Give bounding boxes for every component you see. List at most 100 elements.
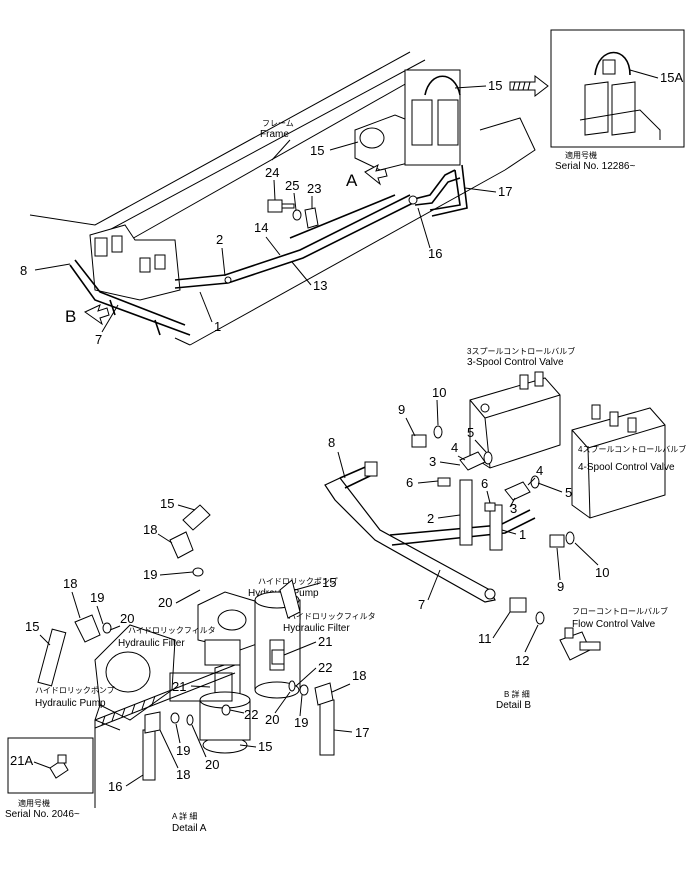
callout-15-a4: 15: [25, 619, 39, 634]
callout-1-top: 1: [214, 319, 221, 334]
callout-15a: 15A: [660, 70, 683, 85]
detail-b-label-en: Detail B: [496, 700, 531, 711]
callout-2-top: 2: [216, 232, 223, 247]
inset-serial-2046: [7, 737, 94, 794]
callout-19-a1: 19: [143, 567, 157, 582]
callout-16-top: 16: [428, 246, 442, 261]
bolt-washer-clip: [267, 199, 319, 229]
callout-7-top: 7: [95, 332, 102, 347]
callout-6-b1: 6: [406, 475, 413, 490]
callout-1-b: 1: [519, 527, 526, 542]
callout-22-a1: 22: [318, 660, 332, 675]
callout-23: 23: [307, 181, 321, 196]
detail-b-fittings: [411, 425, 575, 625]
callout-11: 11: [478, 631, 492, 646]
callout-18-a1: 18: [143, 522, 157, 537]
detail-b-callouts: 10 9 5 4 3 6 6 4 3 5 2 1 8 7 10 9 11 12: [328, 385, 609, 668]
callout-15-top: 15: [488, 78, 502, 93]
three-spool-control-valve: [469, 371, 561, 469]
detail-a-label-en: Detail A: [172, 823, 207, 834]
callout-16-a: 16: [108, 779, 122, 794]
callout-4-b1: 4: [451, 440, 458, 455]
view-letter-a: A: [346, 171, 358, 190]
serial-label-jp-bottom: 適用号機: [18, 798, 50, 808]
spool3-label-jp: 3スプールコントロールバルブ: [467, 346, 575, 356]
callout-18-a4: 18: [63, 576, 77, 591]
callout-22-a2: 22: [244, 707, 258, 722]
callout-24: 24: [265, 165, 279, 180]
view-letter-b: B: [65, 307, 76, 326]
callout-4-b2: 4: [536, 463, 543, 478]
spool3-label-en: 3-Spool Control Valve: [467, 357, 564, 368]
hfilter-label-en-right: Hydraulic Filter: [283, 623, 350, 634]
callout-7-b: 7: [418, 597, 425, 612]
detail-a-hatch-band: [94, 664, 236, 808]
detail-a-callouts: 15 18 19 20 15 21 22 18 17 19 20 22 21 1…: [25, 496, 369, 794]
callout-17-top: 17: [498, 184, 512, 199]
callout-21-a: 21: [318, 634, 332, 649]
pipe-lines-top: [174, 164, 468, 289]
callout-12: 12: [515, 653, 529, 668]
callout-3-b2: 3: [510, 501, 517, 516]
detail-a-hoses: [37, 504, 335, 781]
view-arrow-b: [84, 304, 110, 326]
leader-21a: [33, 761, 51, 769]
callout-15-mid: 15: [310, 143, 324, 158]
top-assembly-callouts: 15 15 17 16 24 25 23 14 2 13 1 8 7: [20, 78, 512, 347]
callout-18-a2: 18: [352, 668, 366, 683]
callout-18-a3: 18: [176, 767, 190, 782]
callout-9-b: 9: [398, 402, 405, 417]
four-spool-control-valve: [571, 404, 666, 519]
callout-21a: 21A: [10, 753, 33, 768]
hpump-label-jp-left: ハイドロリックポンプ: [35, 686, 115, 695]
spool4-label-jp: 4スプールコントロールバルブ: [578, 444, 686, 454]
frame-leader: [271, 139, 291, 161]
callout-8-top: 8: [20, 263, 27, 278]
serial-label-jp-top: 適用号機: [565, 150, 597, 160]
callout-3-b1: 3: [429, 454, 436, 469]
callout-20-a3: 20: [205, 757, 219, 772]
serial-no-top: Serial No. 12286~: [555, 161, 635, 172]
callout-15-a1: 15: [160, 496, 174, 511]
flow-control-valve: [559, 627, 601, 661]
flow-label-jp: フローコントロールバルブ: [572, 606, 668, 616]
hfilter-label-jp-left: ハイドロリックフィルタ: [128, 626, 216, 635]
callout-5-b1: 5: [467, 425, 474, 440]
detail-b-pipes: [324, 461, 536, 603]
callout-13: 13: [313, 278, 327, 293]
callout-2-b: 2: [427, 511, 434, 526]
pointer-arrow-to-inset: [509, 74, 549, 98]
hpump-label-jp-right: ハイドロリックポンプ: [258, 577, 338, 586]
callout-8-b: 8: [328, 435, 335, 450]
callout-15-a3: 15: [258, 739, 272, 754]
callout-20-a2: 20: [265, 712, 279, 727]
callout-10-b: 10: [432, 385, 446, 400]
callout-20-a4: 20: [120, 611, 134, 626]
callout-6-b2: 6: [481, 476, 488, 491]
detail-a-label-jp: A 詳 細: [172, 811, 197, 821]
hpump-label-en-left: Hydraulic Pump: [35, 698, 106, 709]
callout-19-a3: 19: [176, 743, 190, 758]
callout-9-b2: 9: [557, 579, 564, 594]
view-arrow-a: [364, 163, 388, 186]
hydraulic-filter-left: [199, 639, 251, 754]
callout-21-inset: 21: [172, 679, 186, 694]
spool4-label-en: 4-Spool Control Valve: [578, 462, 675, 473]
frame-label-en: Frame: [260, 129, 289, 140]
control-valve-block-top: [69, 224, 191, 336]
leader-15a: [629, 69, 659, 79]
frame-outline: [29, 51, 536, 346]
hfilter-label-jp-right: ハイドロリックフィルタ: [288, 612, 376, 621]
callout-19-a2: 19: [294, 715, 308, 730]
callout-20-a1: 20: [158, 595, 172, 610]
callout-19-a4: 19: [90, 590, 104, 605]
detail-b-label-jp: B 詳 細: [504, 689, 530, 699]
callout-25: 25: [285, 178, 299, 193]
hydraulic-pump-top: [354, 69, 461, 171]
serial-no-bottom: Serial No. 2046~: [5, 809, 80, 820]
callout-10-b2: 10: [595, 565, 609, 580]
inset-box-21: [169, 672, 233, 702]
flow-label-en: Flow Control Valve: [572, 619, 656, 630]
inset-serial-12286: [550, 29, 685, 148]
